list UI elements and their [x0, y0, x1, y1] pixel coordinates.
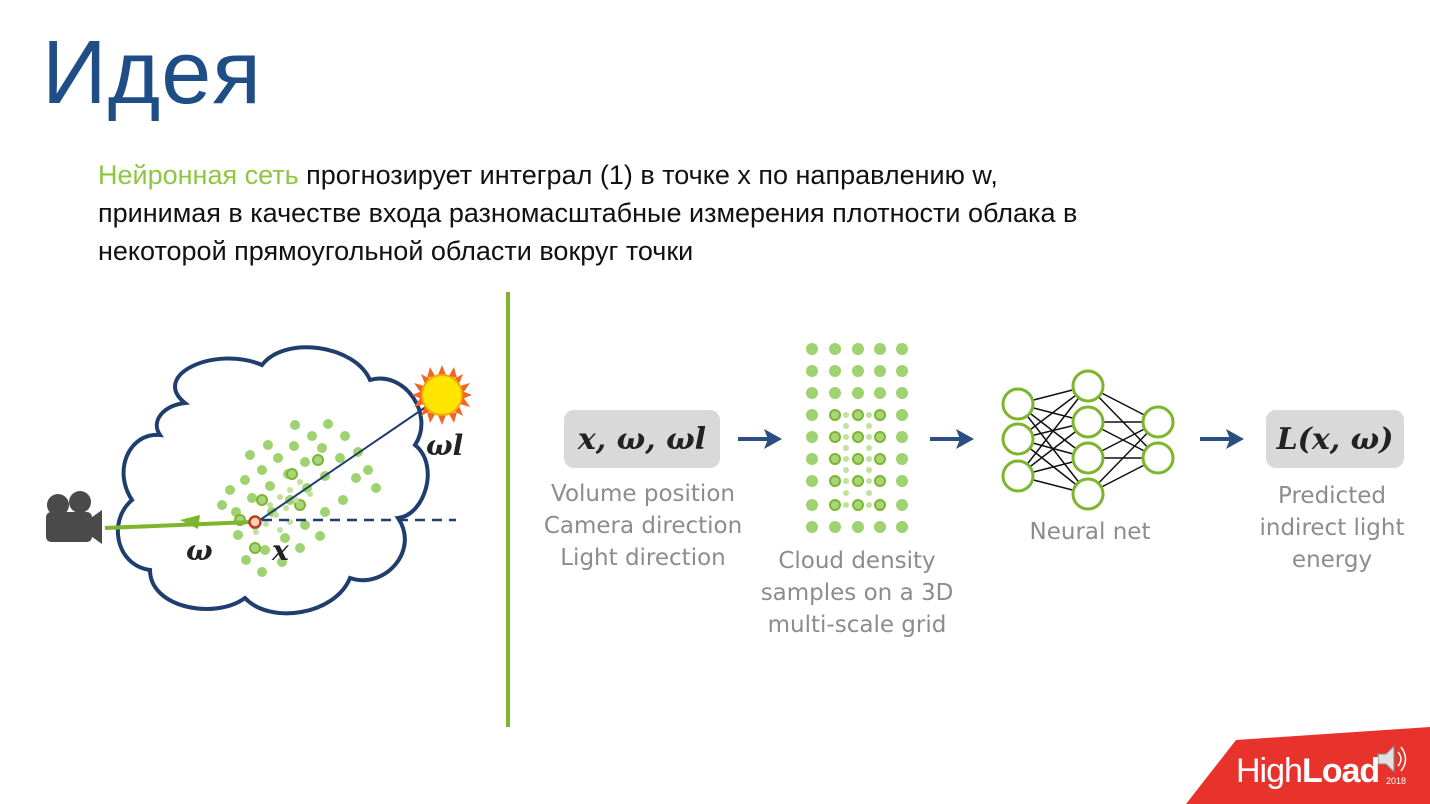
arrow-right-icon: [738, 429, 782, 449]
caption-line: Cloud density: [752, 545, 962, 577]
caption-line: Volume position: [530, 478, 756, 510]
highload-logo-text: HighLoad: [1236, 752, 1379, 791]
input-vars-box: x, ω, ωl: [564, 410, 720, 468]
caption-line: samples on a 3D: [752, 577, 962, 609]
caption-line: Predicted: [1246, 480, 1418, 512]
caption-line: indirect light: [1246, 512, 1418, 544]
cloud-icon: [118, 347, 428, 613]
sample-point-x: [250, 517, 261, 528]
output-caption: Predicted indirect light energy: [1246, 480, 1418, 576]
arrow-right-icon: [930, 429, 974, 449]
label-x: x: [271, 534, 289, 567]
grid-caption: Cloud density samples on a 3D multi-scal…: [752, 545, 962, 641]
input-caption: Volume position Camera direction Light d…: [530, 478, 756, 574]
arrow-right-icon: [1200, 429, 1244, 449]
sun-icon: [412, 365, 472, 425]
caption-line: Camera direction: [530, 510, 756, 542]
caption-line: Light direction: [530, 542, 756, 574]
output-box: L(x, ω): [1266, 410, 1404, 468]
label-omega-light: ωl: [426, 429, 463, 462]
neural-net-icon: [1003, 371, 1173, 509]
logo-text-bold: Load: [1302, 752, 1379, 790]
camera-icon: [46, 491, 102, 544]
caption-line: energy: [1246, 544, 1418, 576]
logo-text-light: High: [1236, 752, 1302, 790]
logo-year: 2018: [1386, 776, 1406, 786]
nn-caption: Neural net: [1010, 516, 1170, 548]
caption-line: multi-scale grid: [752, 609, 962, 641]
density-grid-icon: [806, 343, 908, 533]
label-omega: ω: [186, 534, 213, 567]
divider-line: [506, 292, 510, 727]
